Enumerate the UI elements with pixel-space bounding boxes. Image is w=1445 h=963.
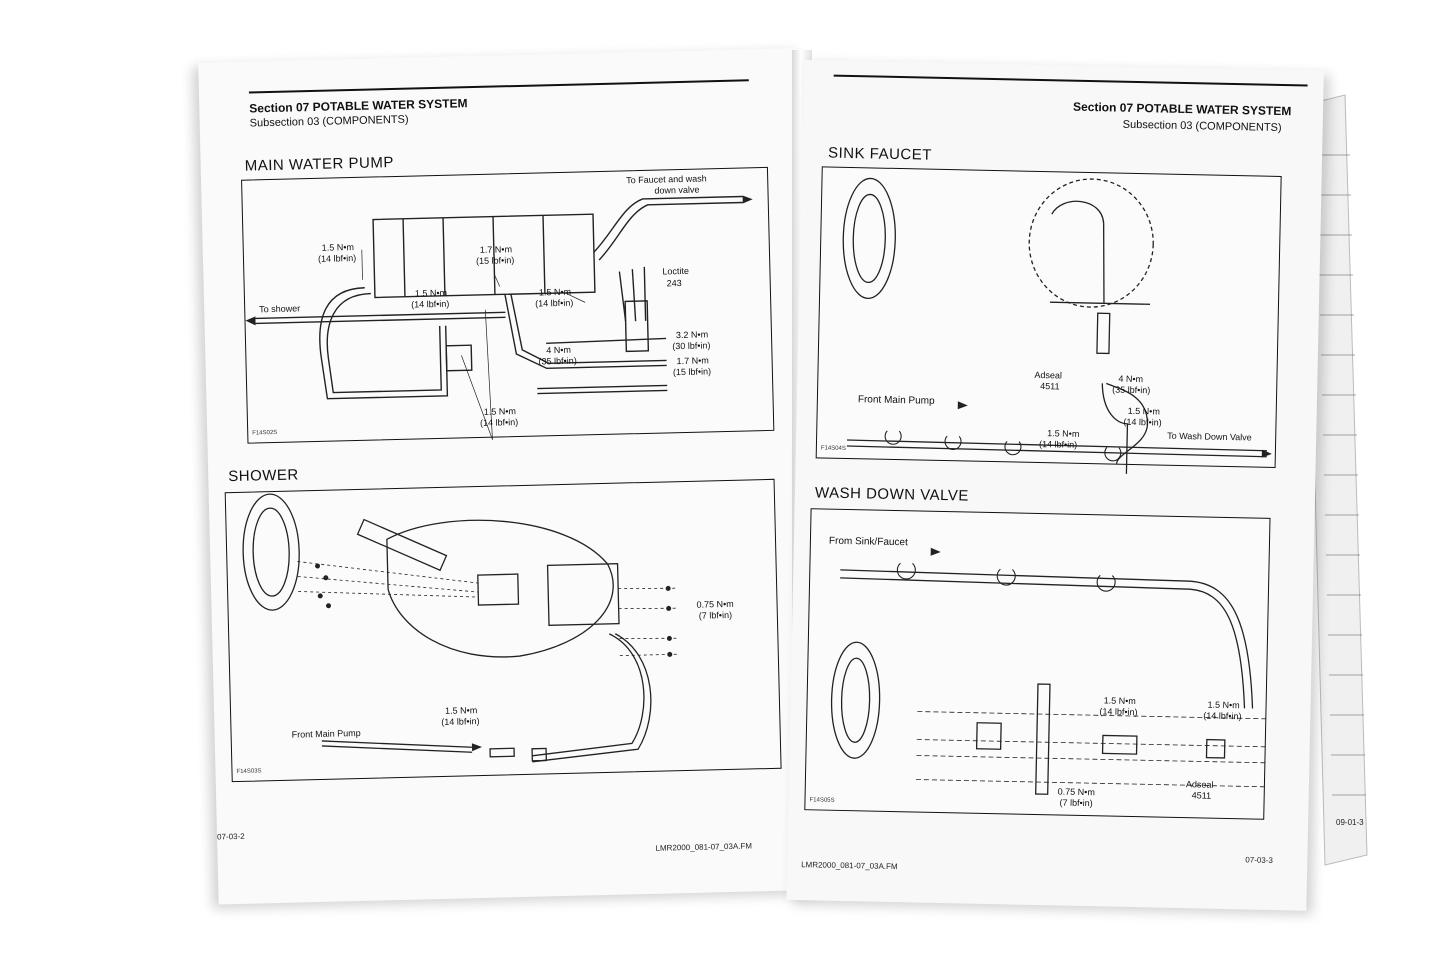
torque-1b: (14 lbf•in): [317, 252, 357, 264]
main-pump-drawing: [245, 195, 753, 440]
label-to-shower: To shower: [259, 303, 301, 315]
main-pump-figure: To Faucet and wash down valve To shower …: [241, 166, 775, 444]
file-name: LMR2000_081-07_03A.FM: [801, 860, 898, 872]
sink-figure-code: F14S04S: [820, 445, 846, 452]
sink-front-pump: Front Main Pump: [857, 394, 935, 407]
torque-6a: 3.2 N•m: [675, 329, 709, 341]
torque-3a: 1.5 N•m: [414, 287, 448, 299]
wash-torque-1a: 1.5 N•m: [1103, 695, 1136, 707]
torque-5a: 4 N•m: [546, 344, 572, 356]
wash-title: WASH DOWN VALVE: [814, 484, 969, 505]
wash-torque-1b: (14 lbf•in): [1099, 706, 1138, 718]
sink-to-wash: To Wash Down Valve: [1167, 430, 1252, 443]
shower-torque-2a: 1.5 N•m: [444, 705, 478, 716]
sink-torque-1b: (35 lbf•in): [1112, 384, 1151, 396]
page-edges: [1304, 94, 1368, 866]
shower-torque-1b: (7 lbf•in): [698, 609, 733, 621]
sink-torque-1a: 4 N•m: [1118, 373, 1144, 385]
wash-torque-2a: 1.5 N•m: [1207, 699, 1240, 711]
label-down-valve: down valve: [654, 184, 700, 196]
torque-4a: 1.5 N•m: [538, 286, 572, 298]
section-title: Section 07 POTABLE WATER SYSTEM: [1072, 99, 1292, 119]
page-number: 07-03-2: [216, 831, 245, 842]
right-page: Section 07 POTABLE WATER SYSTEM Subsecti…: [786, 60, 1324, 911]
sink-title: SINK FAUCET: [827, 144, 933, 164]
shower-figure: 0.75 N•m (7 lbf•in) 1.5 N•m (14 lbf•in) …: [224, 478, 782, 783]
torque-7b: (15 lbf•in): [672, 366, 712, 378]
wash-torque-3a: 0.75 N•m: [1057, 786, 1096, 798]
torque-6b: (30 lbf•in): [672, 340, 711, 352]
shower-front-pump: Front Main Pump: [291, 727, 361, 740]
wash-adseal: Adseal: [1185, 779, 1214, 790]
loctite-label: Loctite: [662, 265, 690, 277]
header-rule: [248, 79, 749, 94]
wash-adseal-number: 4511: [1191, 790, 1212, 801]
shower-torque-2b: (14 lbf•in): [441, 716, 480, 728]
file-name: LMR2000_081-07_03A.FM: [655, 841, 753, 853]
loctite-number: 243: [666, 278, 682, 289]
sink-adseal: Adseal: [1034, 369, 1063, 381]
main-pump-title: MAIN WATER PUMP: [244, 154, 395, 175]
wash-figure: From Sink/Faucet 1.5 N•m (14 lbf•in) 1.5…: [804, 508, 1271, 820]
torque-8b: (14 lbf•in): [479, 417, 519, 428]
subsection-title: Subsection 03 (COMPONENTS): [249, 113, 409, 130]
page-edge-stack: [1304, 94, 1375, 866]
torque-2b: (15 lbf•in): [475, 255, 515, 267]
torque-1a: 1.5 N•m: [321, 242, 355, 253]
sink-drawing: [842, 177, 1272, 474]
figure-code: F14S02S: [252, 429, 278, 437]
edge-page-number: 09-01-3: [1336, 818, 1364, 827]
sink-adseal-number: 4511: [1040, 381, 1060, 392]
shower-title: SHOWER: [228, 466, 299, 486]
shower-drawing: [242, 493, 680, 763]
subsection-title: Subsection 03 (COMPONENTS): [1122, 118, 1282, 135]
wash-torque-3b: (7 lbf•in): [1059, 797, 1093, 809]
shower-figure-code: F14S03S: [236, 768, 262, 776]
sink-torque-3b: (14 lbf•in): [1123, 416, 1162, 428]
torque-4b: (14 lbf•in): [535, 297, 574, 309]
wash-torque-2b: (14 lbf•in): [1203, 710, 1242, 722]
sink-torque-2a: 1.5 N•m: [1047, 428, 1080, 439]
sink-figure: Adseal 4511 4 N•m (35 lbf•in) 1.5 N•m (1…: [815, 166, 1282, 474]
left-page: Section 07 POTABLE WATER SYSTEM Subsecti…: [198, 48, 823, 905]
torque-7a: 1.7 N•m: [676, 355, 709, 367]
header-rule: [833, 74, 1308, 87]
torque-2a: 1.7 N•m: [479, 244, 513, 255]
section-title: Section 07 POTABLE WATER SYSTEM: [249, 96, 468, 116]
torque-5b: (35 lbf•in): [538, 355, 577, 367]
wash-drawing: [830, 547, 1268, 795]
page-number: 07-03-3: [1245, 855, 1274, 865]
sink-torque-2b: (14 lbf•in): [1038, 439, 1078, 450]
wash-figure-code: F14S05S: [809, 797, 835, 804]
torque-3b: (14 lbf•in): [411, 298, 450, 310]
wash-from-sink: From Sink/Faucet: [828, 535, 908, 549]
sink-torque-3a: 1.5 N•m: [1127, 405, 1160, 417]
torque-8a: 1.5 N•m: [483, 406, 517, 417]
